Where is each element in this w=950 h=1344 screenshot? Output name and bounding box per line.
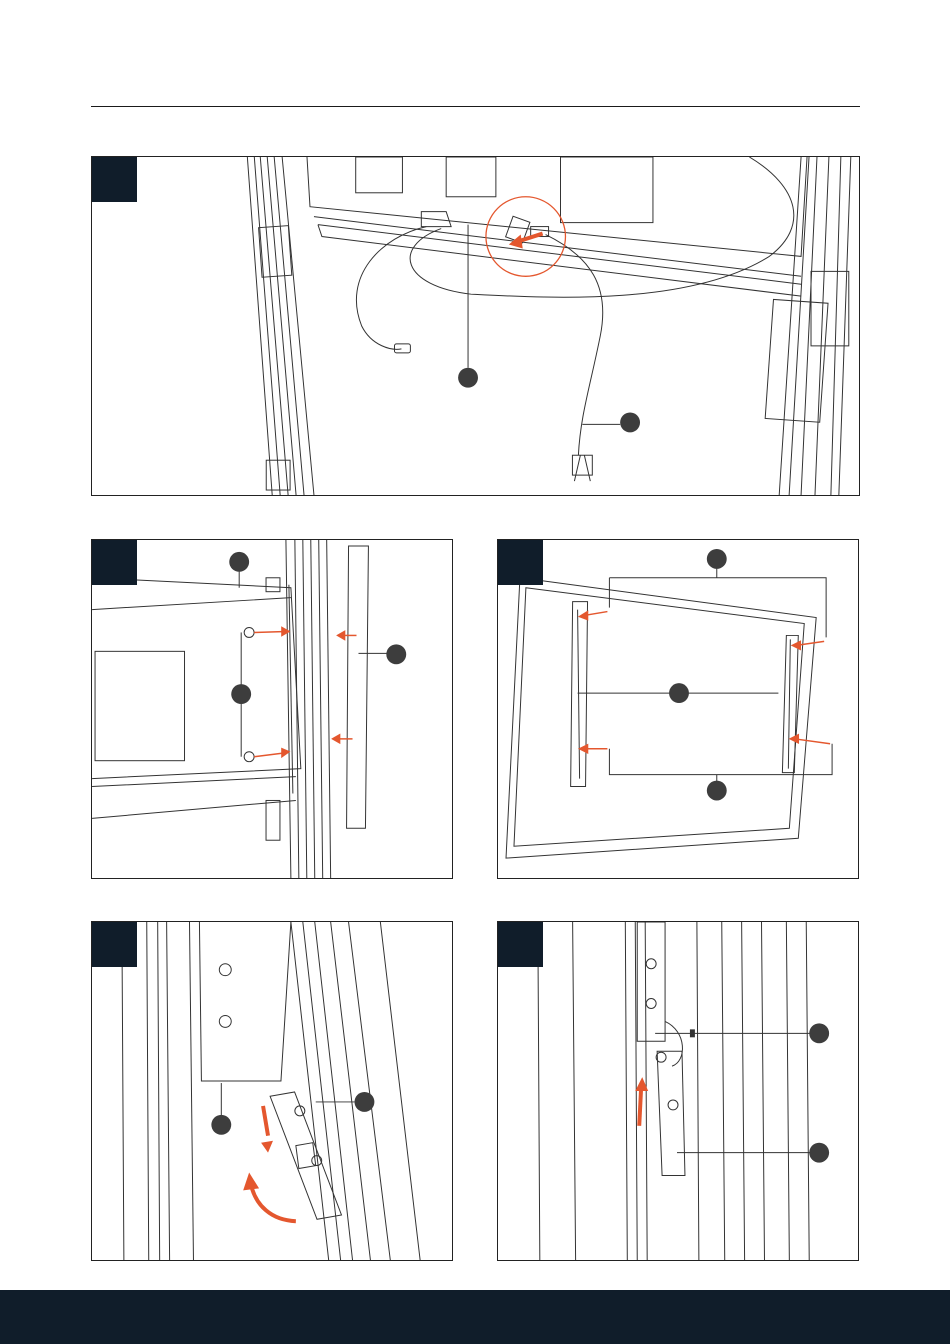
step-4-panel <box>91 921 453 1261</box>
step-3-panel <box>497 539 859 879</box>
step-1-panel <box>91 156 860 496</box>
step-5-illustration <box>498 922 858 1260</box>
callout-marker <box>386 644 406 664</box>
callout-marker <box>355 1092 375 1112</box>
callout-marker <box>458 368 478 388</box>
callout-marker <box>809 1143 829 1163</box>
callout-marker <box>707 549 727 569</box>
curved-arrow-icon <box>243 1173 259 1191</box>
callout-marker <box>231 684 251 704</box>
step-3-illustration <box>498 540 858 878</box>
step-4-illustration <box>92 922 452 1260</box>
step-4-tab <box>92 922 137 967</box>
step-5-panel <box>497 921 859 1261</box>
step-2-tab <box>92 540 137 585</box>
step-1-tab <box>92 157 137 202</box>
step-5-tab <box>498 922 543 967</box>
page-footer-band <box>0 1290 950 1344</box>
step-2-panel <box>91 539 453 879</box>
step-2-illustration <box>92 540 452 878</box>
connection-highlight-circle <box>486 197 566 277</box>
step-1-illustration <box>92 157 859 495</box>
step-3-tab <box>498 540 543 585</box>
down-arrow-icon <box>261 1141 273 1153</box>
callout-marker <box>620 412 640 432</box>
callout-marker <box>669 683 689 703</box>
callout-marker <box>707 781 727 801</box>
callout-marker <box>211 1115 231 1135</box>
callout-marker <box>809 1023 829 1043</box>
callout-marker <box>229 552 249 572</box>
insert-arrow-icon <box>509 235 523 249</box>
header-rule <box>91 106 860 107</box>
